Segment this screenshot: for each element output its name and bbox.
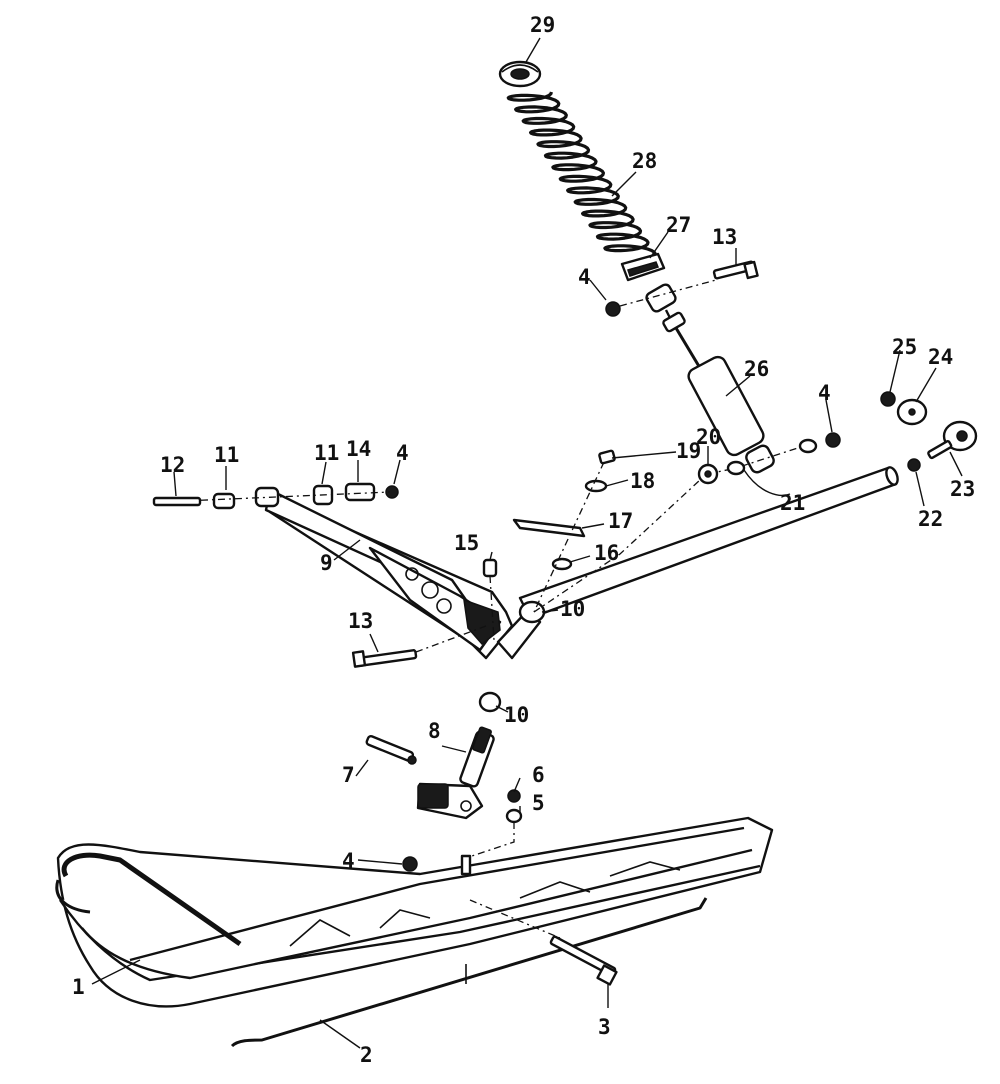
callout-13-upper: 13 (712, 225, 737, 249)
ski (55, 816, 774, 1008)
callout-4-upper: 4 (578, 265, 591, 289)
callout-4-left: 4 (396, 441, 409, 465)
a-arm-tube (262, 466, 899, 660)
callout-27: 27 (666, 213, 691, 237)
washers-21 (726, 438, 818, 476)
callout-8: 8 (428, 719, 441, 743)
callout-10-upper: 10 (560, 597, 585, 621)
spindle-pin (365, 735, 417, 765)
pin-stack (482, 449, 701, 641)
callout-4-ski: 4 (342, 849, 355, 873)
washer-5 (505, 808, 523, 824)
callout-28: 28 (632, 149, 657, 173)
wear-bar (230, 897, 708, 1048)
callout-6: 6 (532, 763, 545, 787)
callout-3: 3 (598, 1015, 611, 1039)
callout-15: 15 (454, 531, 479, 555)
bushing-10-lower (478, 691, 502, 713)
callout-7: 7 (342, 763, 355, 787)
callout-1: 1 (72, 975, 85, 999)
coil-spring (506, 91, 657, 255)
callout-5: 5 (532, 791, 545, 815)
callout-11-left: 11 (214, 443, 239, 467)
nut-4-ski (402, 856, 418, 872)
callout-24: 24 (928, 345, 953, 369)
ski-bolt (549, 935, 618, 986)
nut-22 (907, 458, 921, 472)
callout-23: 23 (950, 477, 975, 501)
left-bushings (152, 482, 399, 510)
upper-shock-bolt (619, 260, 759, 307)
callout-12: 12 (160, 453, 185, 477)
leader-lines (91, 37, 963, 1049)
callout-9: 9 (320, 551, 333, 575)
nut-25 (880, 391, 896, 407)
nut-4-right (825, 432, 841, 448)
spring-cap-top (498, 60, 542, 88)
callout-18: 18 (630, 469, 655, 493)
callout-2: 2 (360, 1043, 373, 1067)
callout-16: 16 (594, 541, 619, 565)
callout-26: 26 (744, 357, 769, 381)
callout-10-lower: 10 (504, 703, 529, 727)
callout-29: 29 (530, 13, 555, 37)
callout-20: 20 (696, 425, 721, 449)
callout-22: 22 (918, 507, 943, 531)
callout-21: 21 (780, 491, 805, 515)
spindle (416, 726, 495, 820)
callout-13-lower: 13 (348, 609, 373, 633)
callout-11-right: 11 (314, 441, 339, 465)
rod-end-23 (927, 420, 978, 460)
callout-19: 19 (676, 439, 701, 463)
nut-upper (605, 301, 621, 317)
callout-17: 17 (608, 509, 633, 533)
callout-14: 14 (346, 437, 371, 461)
spring-seat (620, 252, 666, 282)
callout-25: 25 (892, 335, 917, 359)
callout-4-right: 4 (818, 381, 831, 405)
nut-6 (507, 789, 521, 803)
lower-bolt (351, 625, 487, 668)
